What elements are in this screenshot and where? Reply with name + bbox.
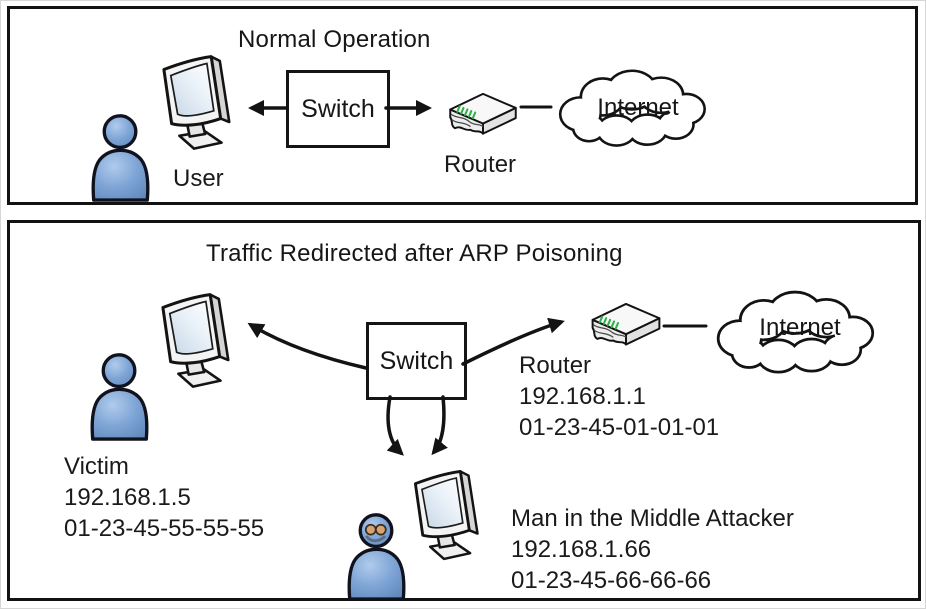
attacker-name: Man in the Middle Attacker (511, 505, 794, 532)
arp-poisoning-title: Traffic Redirected after ARP Poisoning (206, 240, 623, 267)
router-name: Router (519, 352, 592, 379)
attacker-ip: 192.168.1.66 (511, 536, 652, 563)
victim-info: Victim 192.168.1.5 01-23-45-55-55-55 (64, 451, 264, 544)
attacker-info: Man in the Middle Attacker 192.168.1.66 … (511, 503, 794, 596)
switch-label-bottom: Switch (379, 346, 454, 375)
monitor-icon (403, 469, 485, 563)
attacker-mac: 01-23-45-66-66-66 (511, 567, 712, 594)
router-ip: 192.168.1.1 (519, 383, 646, 410)
monitor-icon (151, 54, 237, 153)
router-label-top: Router (444, 151, 517, 178)
router-mac: 01-23-45-01-01-01 (519, 414, 720, 441)
victim-name: Victim (64, 453, 129, 480)
switch-node-bottom: Switch (366, 322, 467, 400)
arp-poisoned-panel (7, 220, 921, 601)
masked-person-icon (343, 510, 410, 602)
router-info: Router 192.168.1.1 01-23-45-01-01-01 (519, 350, 719, 443)
switch-label-top: Switch (301, 94, 375, 123)
victim-mac: 01-23-45-55-55-55 (64, 515, 265, 542)
person-icon (87, 111, 154, 203)
user-label: User (173, 165, 224, 192)
internet-label-top: Internet (597, 94, 679, 121)
router-icon (586, 296, 666, 358)
monitor-icon (150, 292, 236, 391)
normal-operation-title: Normal Operation (238, 26, 431, 53)
router-icon (444, 86, 522, 147)
switch-node-top: Switch (286, 70, 390, 148)
internet-label-bottom: Internet (759, 314, 841, 341)
person-icon (86, 350, 153, 442)
victim-ip: 192.168.1.5 (64, 484, 191, 511)
